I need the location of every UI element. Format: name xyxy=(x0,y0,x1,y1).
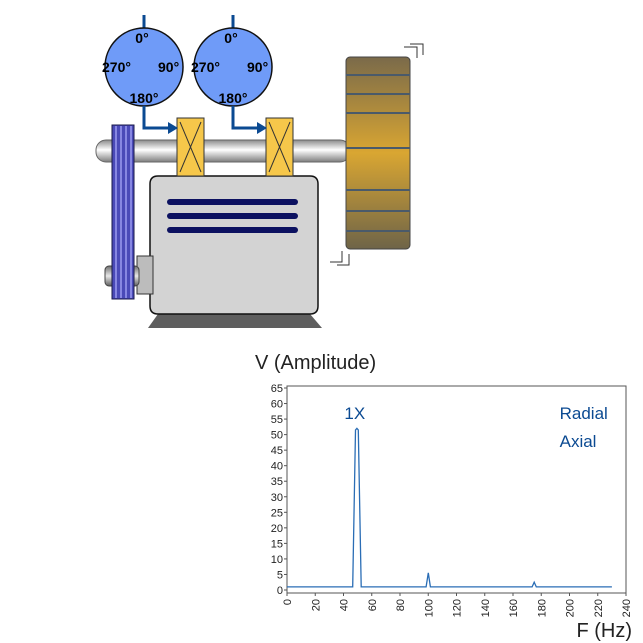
x-tick-label: 200 xyxy=(565,599,577,617)
x-tick-label: 20 xyxy=(310,599,322,611)
phase-dial-2: 0° 270° 90° 180° xyxy=(191,15,273,107)
flywheel xyxy=(345,56,411,250)
series-line xyxy=(287,427,612,588)
dial-1-label-bottom: 180° xyxy=(130,90,159,106)
x-tick-label: 240 xyxy=(621,599,633,617)
motor xyxy=(104,175,322,328)
machine-illustration: 0° 270° 90° 180° 0° 270° 90° 180° xyxy=(95,15,424,328)
dial-1-connector-arrow xyxy=(142,106,178,134)
y-tick-label: 30 xyxy=(271,492,283,504)
plot-area xyxy=(286,385,627,594)
y-tick-label: 5 xyxy=(277,569,283,581)
spectrum-chart: V (Amplitude) 0 5 10 15 20 25 30 35 40 45 50 55 60 65… xyxy=(255,352,633,642)
y-tick-label: 50 xyxy=(271,430,283,442)
x-tick-label: 60 xyxy=(367,599,379,611)
y-tick-label: 40 xyxy=(271,461,283,473)
y-tick-label: 55 xyxy=(271,414,283,426)
annotation-1x: 1X xyxy=(344,404,365,423)
x-tick-label: 80 xyxy=(395,599,407,611)
dial-2-label-left: 270° xyxy=(191,59,220,75)
dial-2-label-top: 0° xyxy=(224,30,237,46)
rotation-mark-bottom xyxy=(330,251,350,266)
motor-housing xyxy=(149,175,319,315)
x-tick-label: 180 xyxy=(536,599,548,617)
rotation-mark-top xyxy=(404,43,424,58)
y-tick-label: 15 xyxy=(271,538,283,550)
cooling-fins xyxy=(167,199,298,233)
y-tick-label: 20 xyxy=(271,523,283,535)
bearing-2 xyxy=(265,117,294,177)
x-axis: 0 20 40 60 80 100 120 140 160 180 200 220 240 xyxy=(282,593,633,617)
dial-1-label-top: 0° xyxy=(135,30,148,46)
chart-y-axis-title: V (Amplitude) xyxy=(255,352,376,374)
dial-2-label-bottom: 180° xyxy=(219,90,248,106)
y-tick-label: 35 xyxy=(271,476,283,488)
y-tick-label: 25 xyxy=(271,507,283,519)
annotation-radial: Radial xyxy=(560,404,608,423)
x-tick-label: 140 xyxy=(480,599,492,617)
pulley xyxy=(111,124,135,300)
y-tick-label: 0 xyxy=(277,585,283,597)
dial-2-connector-arrow xyxy=(231,106,267,134)
dial-1-label-left: 270° xyxy=(102,59,131,75)
y-tick-label: 10 xyxy=(271,554,283,566)
y-tick-label: 45 xyxy=(271,445,283,457)
x-tick-label: 160 xyxy=(508,599,520,617)
x-tick-label: 0 xyxy=(282,599,294,605)
y-tick-label: 60 xyxy=(271,399,283,411)
x-tick-label: 100 xyxy=(423,599,435,617)
annotation-axial: Axial xyxy=(560,432,597,451)
bearing-1 xyxy=(176,117,205,177)
phase-dial-1: 0° 270° 90° 180° xyxy=(102,15,184,107)
dial-1-label-right: 90° xyxy=(158,59,179,75)
dial-2-label-right: 90° xyxy=(247,59,268,75)
x-tick-label: 40 xyxy=(339,599,351,611)
series-group xyxy=(287,427,612,588)
motor-base xyxy=(148,314,322,328)
x-tick-label: 120 xyxy=(452,599,464,617)
y-axis: 0 5 10 15 20 25 30 35 40 45 50 55 60 65 xyxy=(271,383,287,597)
x-tick-label: 220 xyxy=(593,599,605,617)
chart-x-axis-title: F (Hz) xyxy=(576,620,632,642)
y-tick-label: 65 xyxy=(271,383,283,395)
